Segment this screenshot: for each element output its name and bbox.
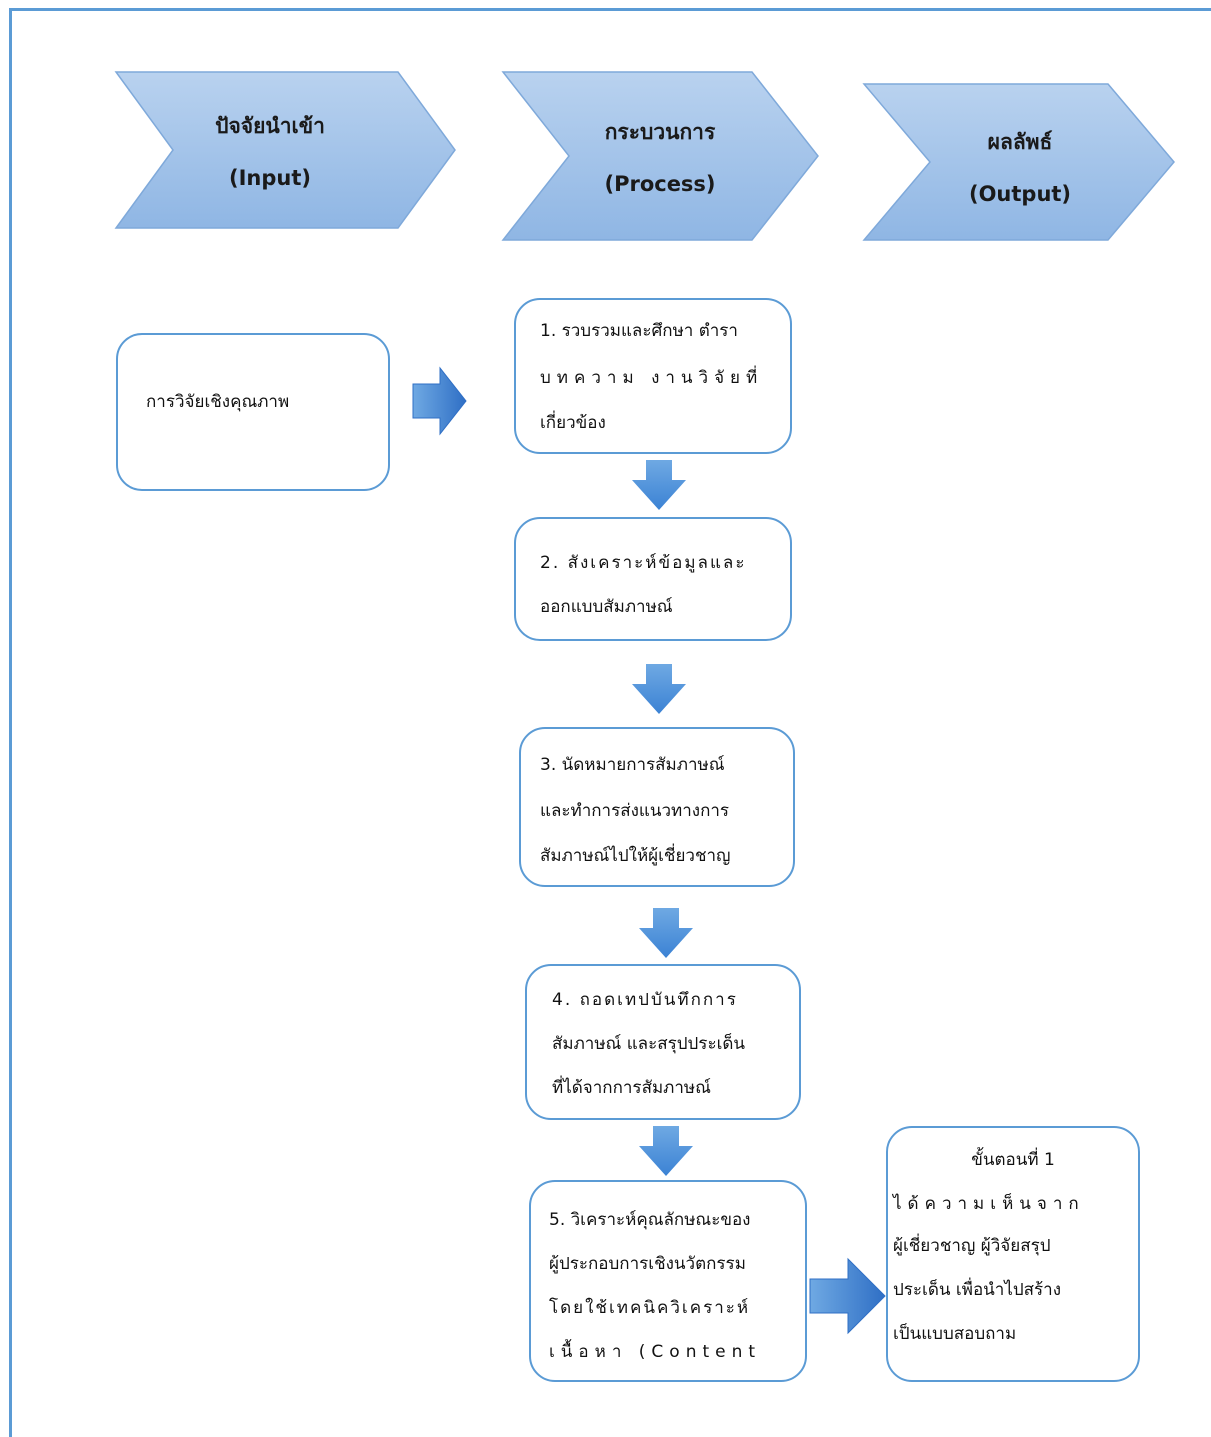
step-1-line-3: เกี่ยวข้อง [540,413,606,433]
step-5-box [529,1180,807,1382]
output-header-subtitle: (Output) [968,182,1072,206]
step-2-box [514,517,792,641]
page-border-top [9,8,1211,11]
step-2-line-1: 2. สังเคราะห์ข้อมูลและ [540,553,747,573]
step-2-line-2: ออกแบบสัมภาษณ์ [540,597,673,617]
input-chevron [114,71,456,229]
down-arrow-icon [632,460,686,510]
step-5-line-1: 5. วิเคราะห์คุณลักษณะของ [549,1210,751,1230]
step-4-line-3: ที่ได้จากการสัมภาษณ์ [552,1078,711,1098]
process-header: กระบวนการ (Process) [555,106,765,210]
process-chevron [501,71,819,241]
page-border-left [9,8,12,1437]
output-header: ผลลัพธ์ (Output) [915,116,1125,220]
output-header-title: ผลลัพธ์ [987,130,1053,154]
output-line-2: ได้ความเห็นจาก [893,1194,1085,1214]
step-1-line-2: บทความ งานวิจัยที่ [540,368,764,388]
step-3-line-2: และทำการส่งแนวทางการ [540,801,730,821]
right-arrow-icon [412,366,467,436]
output-line-5: เป็นแบบสอบถาม [893,1324,1017,1344]
output-line-4: ประเด็น เพื่อนำไปสร้าง [893,1280,1062,1300]
step-1-line-1: 1. รวบรวมและศึกษา ตำรา [540,321,738,341]
process-header-subtitle: (Process) [604,172,716,196]
output-line-1: ขั้นตอนที่ 1 [971,1150,1055,1170]
input-box-text: การวิจัยเชิงคุณภาพ [146,392,290,412]
input-header-subtitle: (Input) [229,166,311,190]
step-5-line-2: ผู้ประกอบการเชิงนวัตกรรม [549,1254,746,1274]
process-header-title: กระบวนการ [604,120,716,144]
down-arrow-icon [639,908,693,958]
step-4-line-2: สัมภาษณ์ และสรุปประเด็น [552,1034,746,1054]
output-line-3: ผู้เชี่ยวชาญ ผู้วิจัยสรุป [893,1236,1051,1256]
input-box [116,333,390,491]
output-box [886,1126,1140,1382]
step-3-box [519,727,795,887]
step-5-line-3: โดยใช้เทคนิควิเคราะห์ [549,1298,751,1318]
step-5-line-4: เนื้อหา (Content [549,1342,762,1362]
step-3-line-1: 3. นัดหมายการสัมภาษณ์ [540,755,725,775]
step-3-line-3: สัมภาษณ์ไปให้ผู้เชี่ยวชาญ [540,846,731,866]
down-arrow-icon [639,1126,693,1176]
step-4-box [525,964,801,1120]
right-arrow-icon [809,1257,886,1335]
input-header: ปัจจัยนำเข้า (Input) [170,100,370,204]
down-arrow-icon [632,664,686,714]
step-1-box [514,298,792,454]
step-4-line-1: 4. ถอดเทปบันทึกการ [552,990,738,1010]
input-header-title: ปัจจัยนำเข้า [215,114,325,138]
output-chevron [862,83,1175,241]
